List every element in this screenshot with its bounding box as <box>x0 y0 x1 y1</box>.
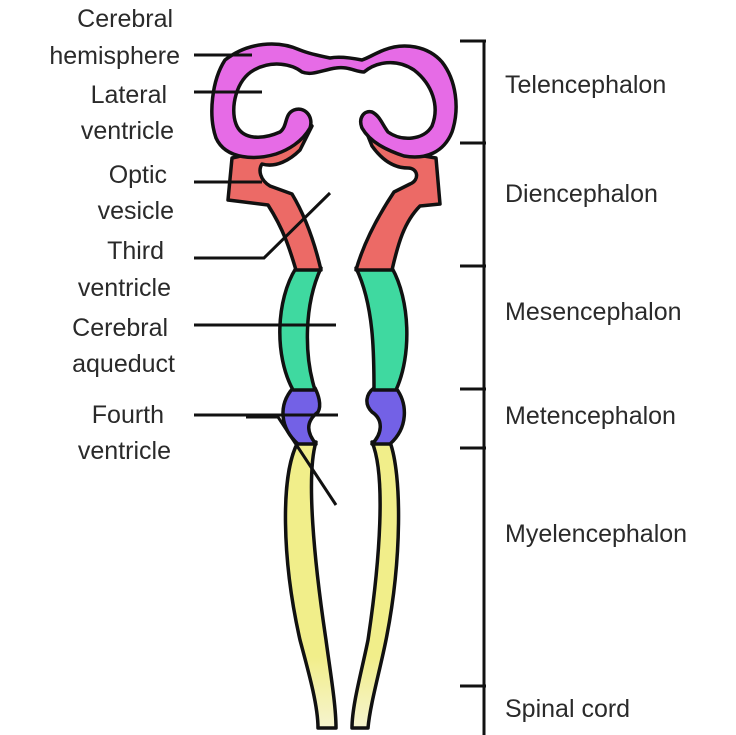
spinal-cord-region <box>285 442 398 728</box>
label-cerebral-hemisphere: Cerebral hemisphere <box>49 5 180 70</box>
label-myelencephalon: Myelencephalon <box>505 520 687 548</box>
metencephalon-right-wall <box>367 388 404 444</box>
mesencephalon-region <box>280 268 407 390</box>
label-optic-vesicle: Optic vesicle <box>98 161 174 225</box>
spinal-right-wall <box>352 442 399 728</box>
spinal-left-wall <box>285 442 336 728</box>
label-mesencephalon: Mesencephalon <box>505 298 682 326</box>
mesencephalon-left-wall <box>280 268 321 390</box>
telencephalon-region <box>212 44 456 157</box>
label-telencephalon: Telencephalon <box>505 71 666 99</box>
right-labels: Telencephalon Diencephalon Mesencephalon… <box>505 71 687 723</box>
region-bracket <box>460 40 486 735</box>
label-fourth-ventricle: Fourth ventricle <box>78 401 171 465</box>
label-spinal-cord: Spinal cord <box>505 695 630 723</box>
label-diencephalon: Diencephalon <box>505 180 658 208</box>
label-cerebral-aqueduct: Cerebral aqueduct <box>72 314 175 378</box>
telencephalon-wall <box>212 44 456 157</box>
label-lateral-ventricle: Lateral ventricle <box>81 81 174 145</box>
label-metencephalon: Metencephalon <box>505 402 676 430</box>
mesencephalon-right-wall <box>356 268 407 390</box>
label-third-ventricle: Third ventricle <box>78 237 171 302</box>
left-labels: Cerebral hemisphere Lateral ventricle Op… <box>49 5 180 465</box>
